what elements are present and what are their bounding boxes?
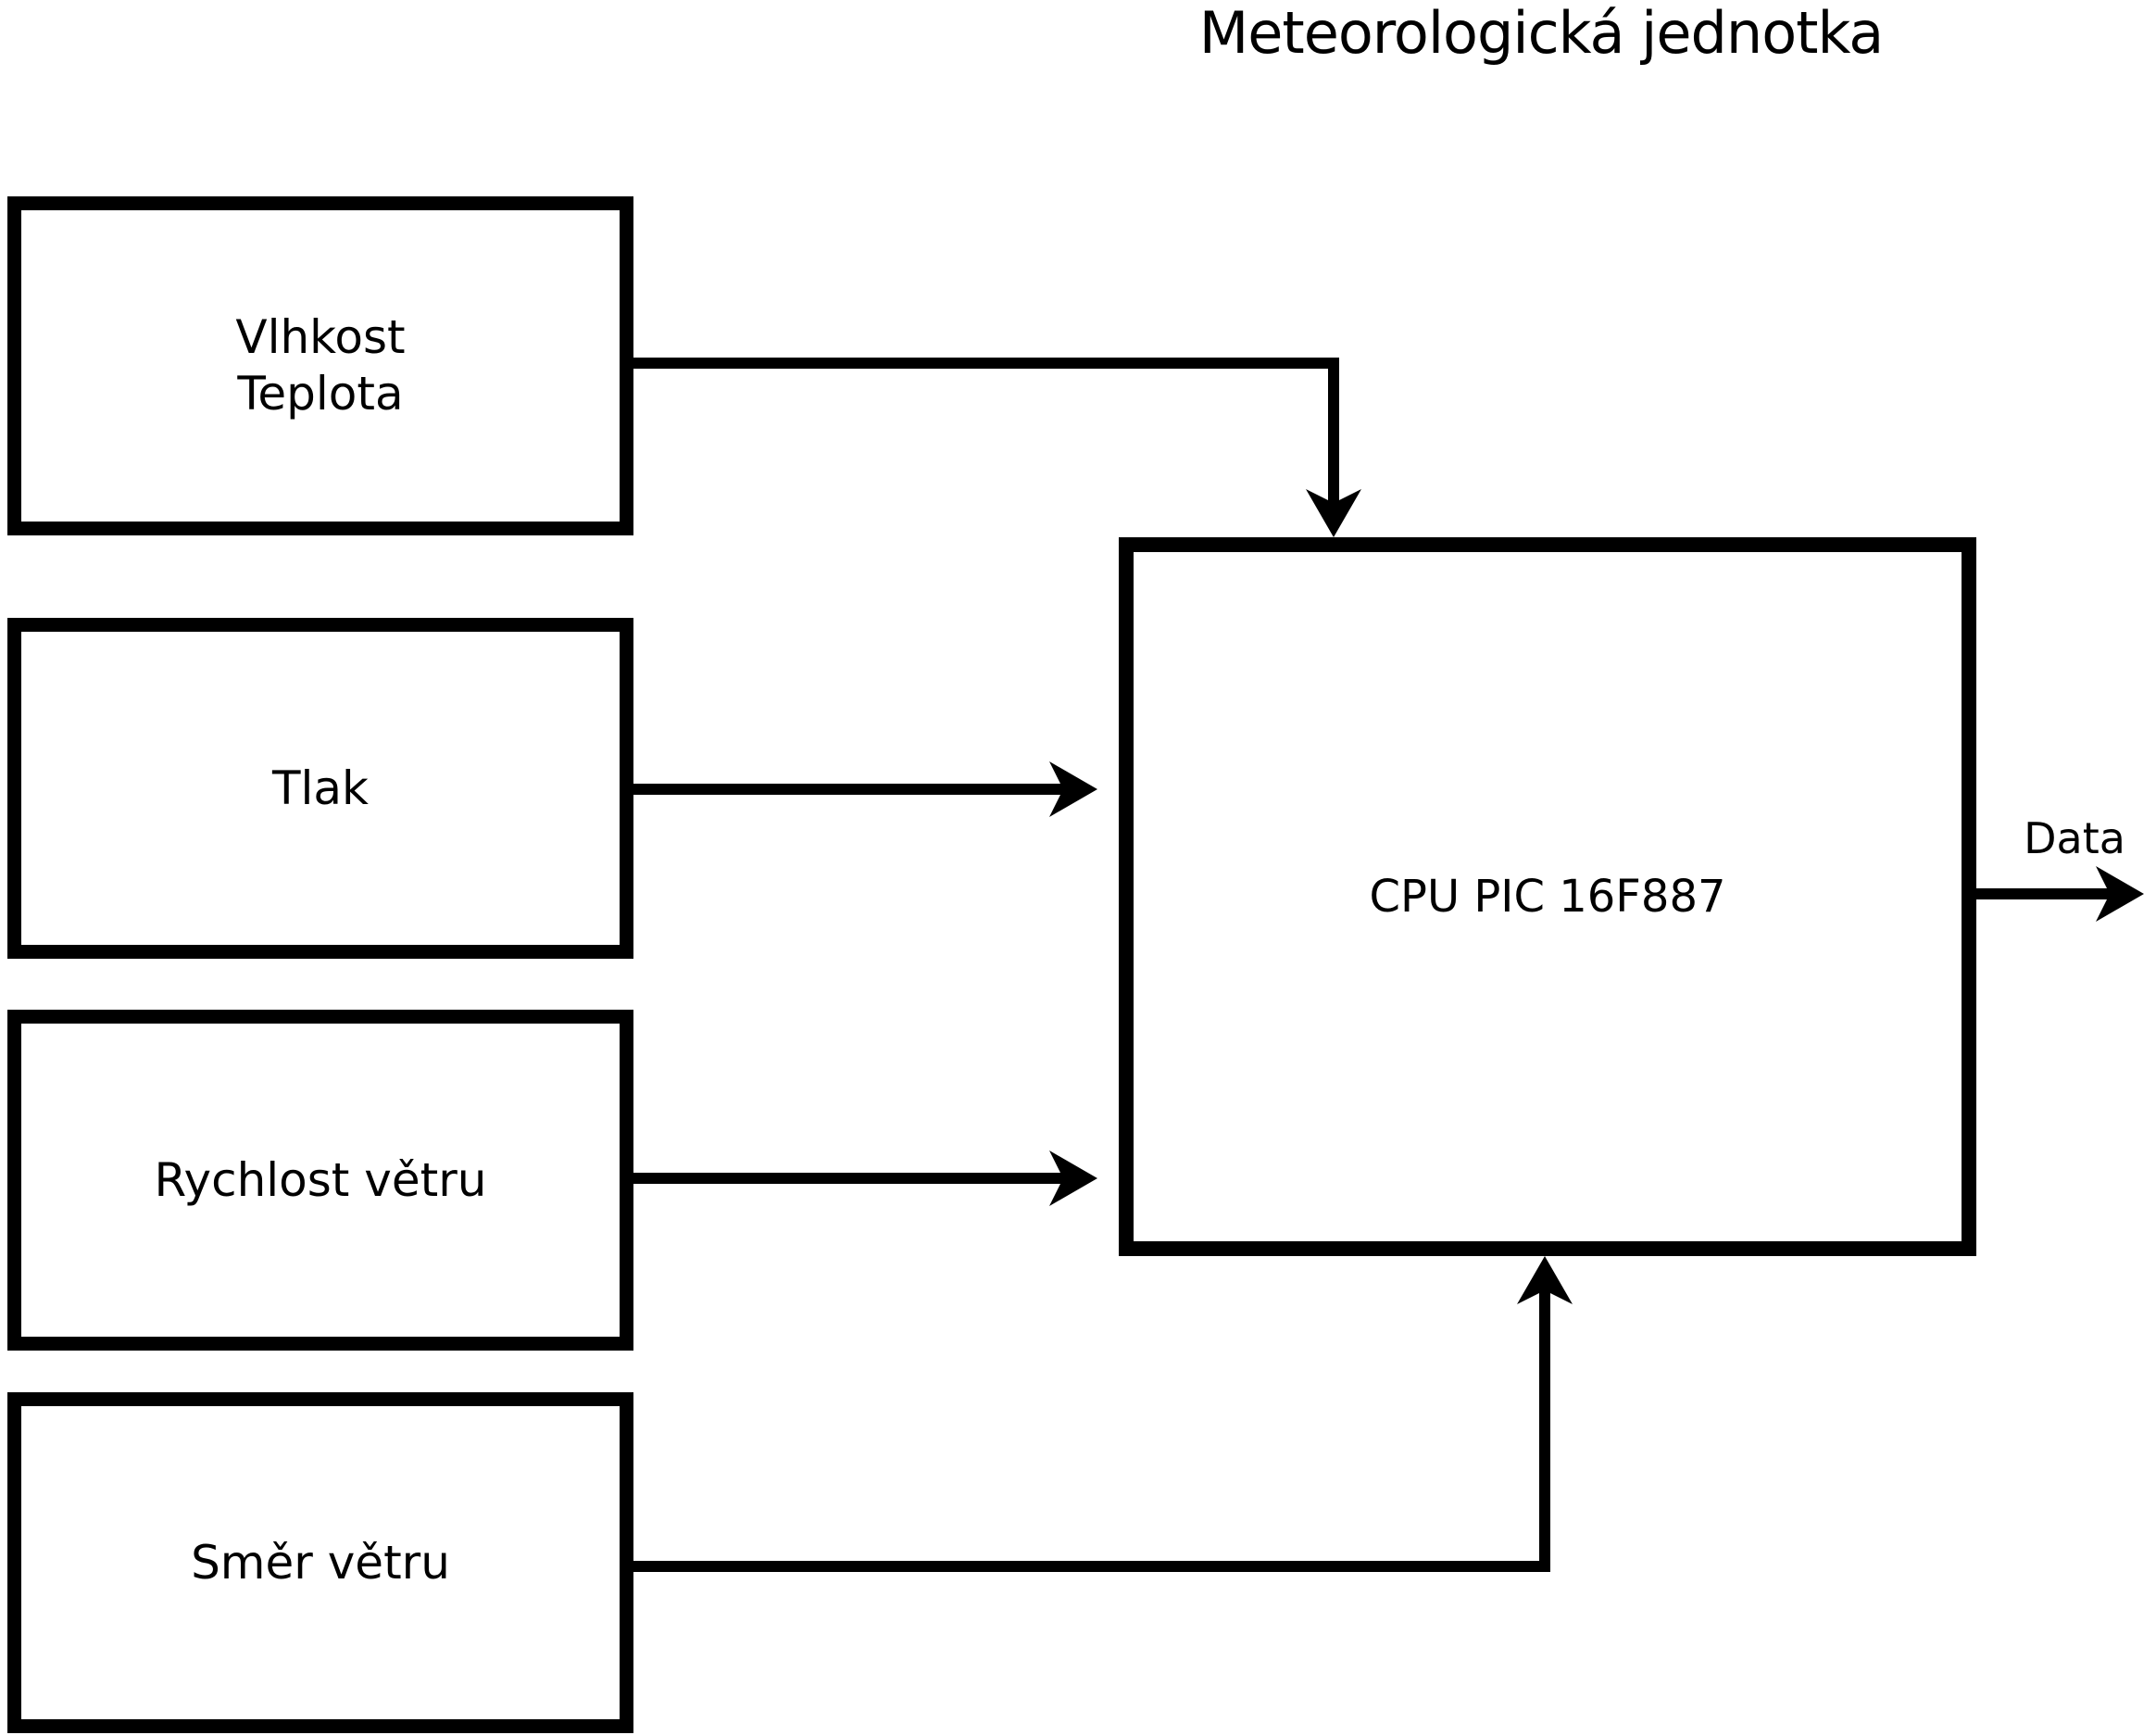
node-wind-direction: Směr větru <box>7 1392 633 1733</box>
diagram-title: Meteorologická jednotka <box>1198 0 1885 67</box>
cpu-label: CPU PIC 16F887 <box>1369 870 1726 923</box>
connector-pressure-to-cpu <box>632 761 1097 817</box>
wind-direction-label: Směr větru <box>191 1535 450 1590</box>
temperature-label: Teplota <box>237 367 404 421</box>
arrowhead-down-icon <box>1306 489 1361 537</box>
wind-speed-label: Rychlost větru <box>154 1152 487 1207</box>
connector-wind-speed-to-cpu <box>632 1150 1097 1206</box>
connector-humidity-to-cpu <box>632 358 1361 537</box>
node-cpu: CPU PIC 16F887 <box>1119 537 1976 1256</box>
connector-cpu-to-data <box>1974 866 2144 922</box>
pressure-label: Tlak <box>271 761 370 815</box>
node-pressure: Tlak <box>7 618 633 959</box>
node-wind-speed: Rychlost větru <box>7 1010 633 1351</box>
arrowhead-up-icon <box>1517 1256 1573 1304</box>
node-humidity-temperature-label: Vlhkost Teplota <box>235 309 405 422</box>
output-data-label: Data <box>2024 813 2125 863</box>
arrowhead-right-icon <box>1049 761 1097 817</box>
arrowhead-right-icon <box>1049 1150 1097 1206</box>
humidity-label: Vlhkost <box>235 310 406 364</box>
node-humidity-temperature: Vlhkost Teplota <box>7 196 633 535</box>
connector-wind-direction-to-cpu <box>632 1256 1573 1572</box>
arrowhead-right-icon <box>2096 866 2144 922</box>
